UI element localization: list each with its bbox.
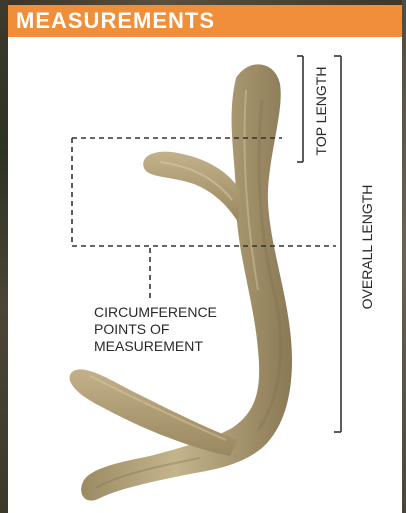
antler-shed-icon: [70, 64, 292, 500]
overall-length-label: OVERALL LENGTH: [359, 177, 377, 317]
circumference-label-line-2: POINTS OF: [94, 321, 217, 338]
top-length-bracket: [297, 56, 303, 162]
circumference-label: CIRCUMFERENCE POINTS OF MEASUREMENT: [94, 304, 217, 355]
overall-length-bracket: [334, 56, 341, 432]
top-length-label: TOP LENGTH: [313, 66, 331, 156]
circumference-label-line-1: CIRCUMFERENCE: [94, 304, 217, 321]
circumference-label-line-3: MEASUREMENT: [94, 338, 217, 355]
